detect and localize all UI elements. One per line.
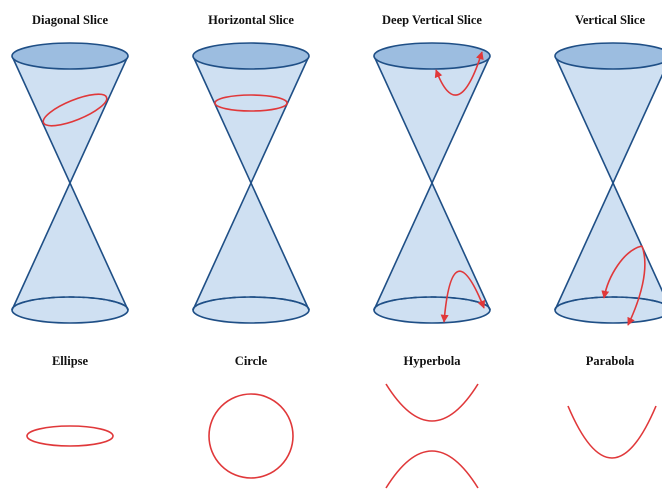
panel-title-horizontal-slice: Horizontal Slice [208, 13, 294, 27]
ellipse-section [42, 93, 108, 127]
hyperbola-upper-section [434, 51, 484, 96]
hyperbola-lower-branch [385, 450, 479, 489]
parabola-curve [567, 405, 657, 459]
curve-label-parabola: Parabola [586, 354, 635, 368]
curve-label-hyperbola: Hyperbola [404, 354, 462, 368]
panel-title-vertical-slice: Vertical Slice [575, 13, 645, 27]
ellipse-curve [26, 425, 114, 447]
parabola-section-right-arm [627, 245, 646, 326]
curve-label-ellipse: Ellipse [52, 354, 89, 368]
hyperbola-lower-section [440, 270, 486, 323]
hyperbola-upper-branch [385, 383, 479, 422]
curve-label-circle: Circle [235, 354, 268, 368]
double-cone-horizontal [192, 42, 310, 324]
panel-title-deep-vertical-slice: Deep Vertical Slice [382, 13, 482, 27]
circle-section [214, 94, 288, 112]
circle-curve [208, 393, 294, 479]
double-cone-deep-vertical [373, 42, 491, 324]
double-cone-diagonal [11, 42, 129, 324]
panel-title-diagonal-slice: Diagonal Slice [32, 13, 108, 27]
parabola-section-left-arm [601, 245, 643, 299]
double-cone-vertical [554, 42, 662, 326]
